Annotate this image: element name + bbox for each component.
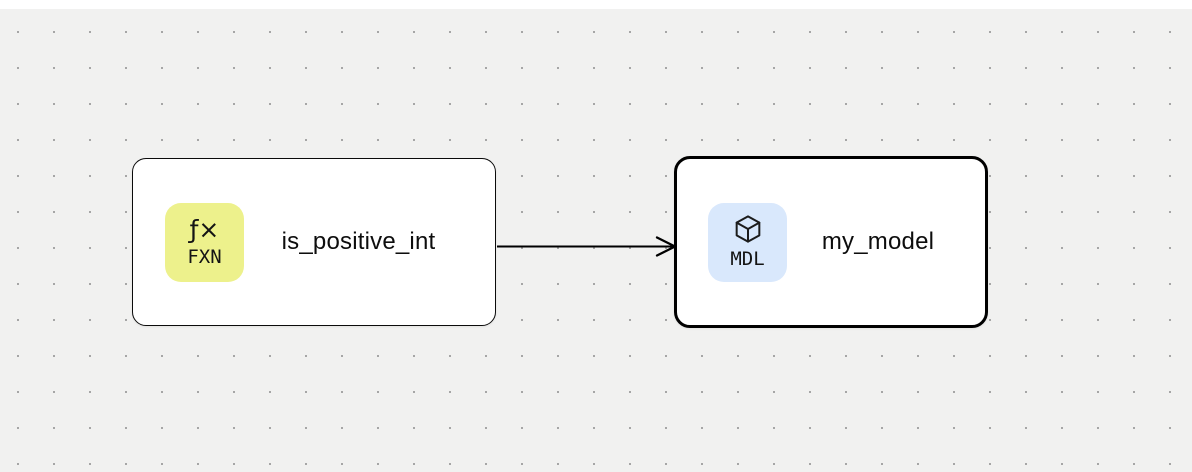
function-icon: ƒ× bbox=[189, 214, 220, 244]
node-label: my_model bbox=[821, 228, 935, 255]
edge-arrowhead-icon bbox=[655, 236, 677, 257]
badge-abbr-label: MDL bbox=[730, 248, 765, 270]
edge-is_positive_int-to-my_model[interactable] bbox=[497, 236, 677, 257]
node-my_model[interactable]: MDL my_model bbox=[674, 156, 988, 328]
cube-icon bbox=[735, 215, 760, 243]
node-label: is_positive_int bbox=[281, 228, 436, 255]
top-strip bbox=[0, 0, 1192, 9]
node-is_positive_int[interactable]: ƒ× FXN is_positive_int bbox=[132, 158, 496, 326]
badge-abbr-label: FXN bbox=[187, 245, 222, 268]
model-badge: MDL bbox=[708, 202, 787, 282]
function-badge: ƒ× FXN bbox=[165, 202, 244, 282]
